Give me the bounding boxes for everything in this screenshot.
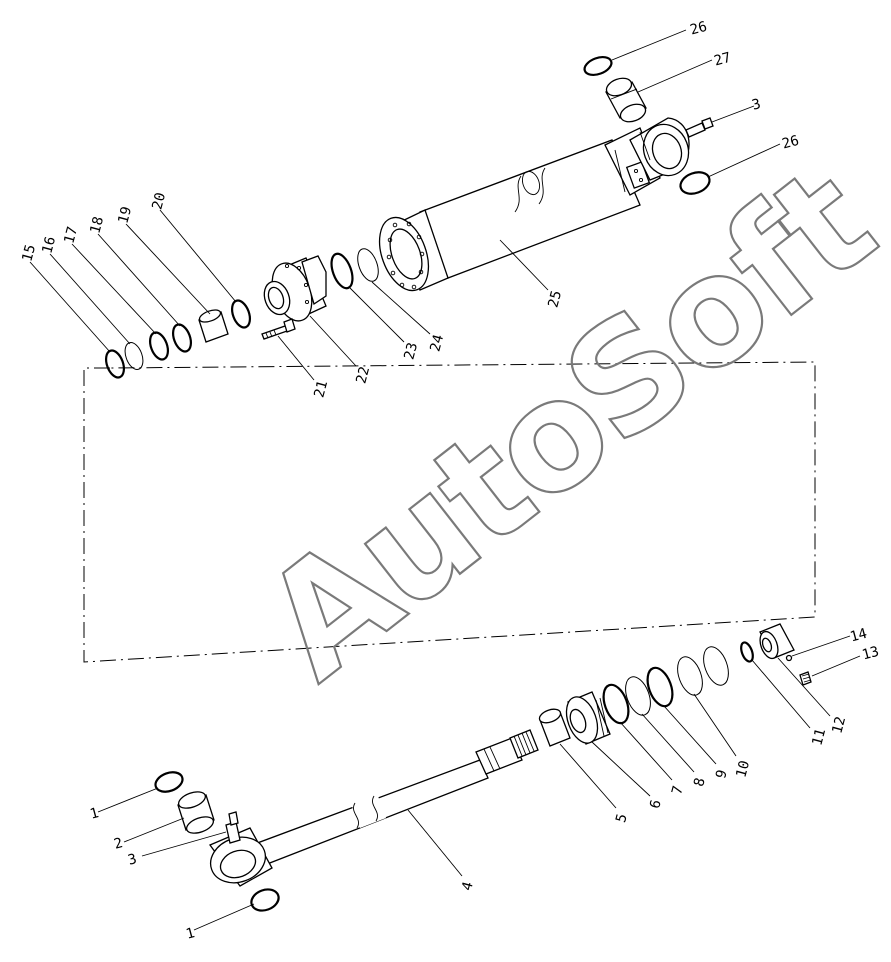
callout-23: 23 <box>401 341 421 361</box>
ring-8 <box>625 676 651 716</box>
ring-7 <box>602 683 630 725</box>
o-ring-23 <box>330 252 354 290</box>
grease-nipple-top <box>685 117 714 138</box>
callout-9: 9 <box>713 768 731 780</box>
callout-1-top: 1 <box>88 805 100 823</box>
bolt-21 <box>261 318 296 340</box>
callout-3-top: 3 <box>750 96 762 114</box>
spacer-5 <box>538 708 571 747</box>
callout-27: 27 <box>712 50 732 70</box>
callout-13: 13 <box>860 644 880 664</box>
callout-26-top: 26 <box>688 19 708 39</box>
ring-18 <box>171 323 193 353</box>
callout-5: 5 <box>613 812 631 824</box>
callout-14: 14 <box>848 626 868 646</box>
callout-21: 21 <box>311 379 331 399</box>
nut-12 <box>759 623 795 660</box>
callout-12: 12 <box>829 715 849 735</box>
grease-nipple-bottom <box>225 811 241 844</box>
callout-18: 18 <box>87 215 107 235</box>
backup-ring-24 <box>357 248 379 282</box>
piston-6 <box>565 691 611 745</box>
callout-7: 7 <box>669 784 687 796</box>
callout-26-bottom: 26 <box>780 133 800 153</box>
ring-16 <box>124 342 144 370</box>
ring-15 <box>104 349 126 379</box>
piston-rod-4 <box>208 729 539 887</box>
callout-24: 24 <box>427 333 447 353</box>
leader-lines <box>29 29 861 931</box>
ring-17 <box>148 331 170 361</box>
callout-3-bottom: 3 <box>126 851 138 869</box>
callout-labels: 26 27 3 26 25 24 23 22 21 20 19 18 17 16… <box>19 19 880 943</box>
callout-6: 6 <box>647 798 665 810</box>
callout-11: 11 <box>809 727 829 747</box>
bushing-2 <box>177 791 215 834</box>
seal-ring-1-top <box>154 771 184 793</box>
callout-22: 22 <box>353 365 373 385</box>
callout-25: 25 <box>545 289 565 309</box>
ring-11 <box>740 641 754 663</box>
ring-10a <box>677 656 703 696</box>
rod-thread <box>509 729 539 759</box>
flange-bolt-holes <box>386 221 425 290</box>
callout-15: 15 <box>19 243 39 263</box>
callout-16: 16 <box>39 235 59 255</box>
callout-8: 8 <box>691 776 709 788</box>
assembly-boundary <box>83 361 816 663</box>
ring-10b <box>703 646 729 686</box>
callout-1-bottom: 1 <box>184 925 196 943</box>
callout-10: 10 <box>733 759 753 779</box>
cylinder-head-22 <box>263 255 327 322</box>
seal-ring-1-bottom <box>250 888 280 912</box>
callout-19: 19 <box>115 205 135 225</box>
ring-9 <box>646 666 674 708</box>
cylinder-tube-assembly <box>378 117 690 292</box>
callout-20: 20 <box>149 191 169 211</box>
set-screw-13 <box>799 671 812 686</box>
callout-17: 17 <box>61 225 81 245</box>
ball-14 <box>785 654 793 662</box>
bushing-19 <box>198 309 229 343</box>
bushing-27 <box>605 77 647 123</box>
callout-4: 4 <box>459 880 477 892</box>
callout-2: 2 <box>112 835 124 853</box>
seal-ring-26-top <box>583 55 613 77</box>
seal-ring-26-bottom <box>679 171 711 195</box>
ring-20 <box>230 299 252 329</box>
